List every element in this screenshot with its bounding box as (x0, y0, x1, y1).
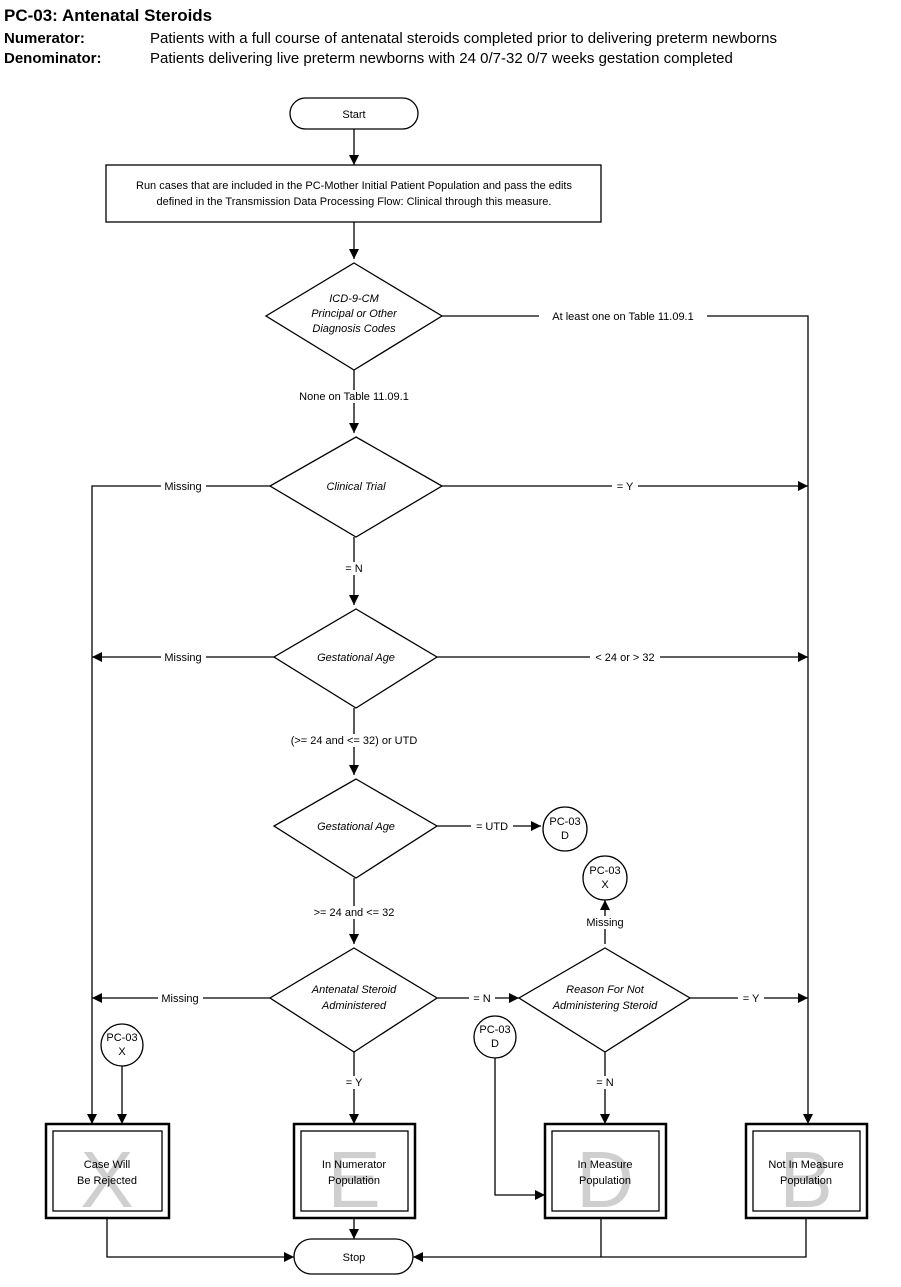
steroid-n-label: = N (473, 993, 490, 1005)
icd-decision-line-2: Principal or Other (311, 308, 398, 320)
page-title: PC-03: Antenatal Steroids (4, 6, 213, 25)
trial-n-label: = N (345, 563, 362, 575)
gestational-age-label-2: Gestational Age (317, 821, 395, 833)
trial-missing-line (87, 485, 270, 1124)
denominator-text: Patients delivering live preterm newborn… (150, 50, 733, 67)
outcome-x-letter: X (80, 1135, 133, 1224)
x-to-stop-line (106, 1218, 294, 1262)
outcome-b-box: B Not In Measure Population (744, 1122, 869, 1224)
outcome-b-letter: B (779, 1135, 832, 1224)
trial-y-label: = Y (617, 481, 634, 493)
outcome-d-box: D In Measure Population (543, 1122, 668, 1224)
steroid-y-label: = Y (346, 1077, 363, 1089)
steroid-missing-label: Missing (161, 993, 198, 1005)
run-cases-process: Run cases that are included in the PC-Mo… (105, 164, 602, 223)
icd-yes-label: At least one on Table 11.09.1 (552, 311, 693, 323)
svg-text:PC-03: PC-03 (479, 1024, 510, 1036)
denominator-label: Denominator: (4, 50, 102, 67)
svg-text:D: D (491, 1038, 499, 1050)
reason-n-label: = N (596, 1077, 613, 1089)
measure-header: PC-03: Antenatal Steroids Numerator: Pat… (0, 0, 901, 90)
icd-decision (264, 262, 444, 371)
outcome-x-line-1: Case Will (84, 1159, 130, 1171)
outcome-d-letter: D (576, 1135, 634, 1224)
flow-lines (87, 129, 813, 1262)
process-line-2: defined in the Transmission Data Process… (157, 196, 552, 208)
gest2-utd-label: = UTD (476, 821, 508, 833)
svg-text:PC-03: PC-03 (549, 816, 580, 828)
svg-text:D: D (561, 830, 569, 842)
steroid-decision-line-2: Administered (321, 1000, 387, 1012)
measure-connector-line (494, 1058, 545, 1200)
gest1-missing-label: Missing (164, 652, 201, 664)
outcome-d-line-2: Population (579, 1175, 631, 1187)
outcome-e-line-1: In Numerator (322, 1159, 387, 1171)
process-line-1: Run cases that are included in the PC-Mo… (136, 180, 572, 192)
gest1-out-label: < 24 or > 32 (595, 652, 654, 664)
stop-label: Stop (343, 1252, 366, 1264)
outcome-e-box: E In Numerator Population (292, 1122, 417, 1224)
reason-missing-label: Missing (586, 917, 623, 929)
steroid-decision (268, 947, 439, 1053)
svg-text:X: X (118, 1046, 126, 1058)
outcome-e-letter: E (327, 1135, 380, 1224)
outcome-b-line-1: Not In Measure (768, 1159, 843, 1171)
numerator-label: Numerator: (4, 30, 85, 47)
connector-utd: PC-03 D (542, 806, 588, 852)
reason-y-label: = Y (743, 993, 760, 1005)
outcome-d-line-1: In Measure (577, 1159, 632, 1171)
connector-reason-missing: PC-03 X (582, 855, 628, 901)
icd-decision-line-3: Diagnosis Codes (312, 323, 396, 335)
gest2-in-label: >= 24 and <= 32 (314, 907, 395, 919)
reason-decision-line-2: Administering Steroid (552, 1000, 658, 1012)
connector-reject: PC-03 X (100, 1023, 144, 1067)
clinical-trial-decision (268, 436, 444, 538)
gestational-age-label-1: Gestational Age (317, 652, 395, 664)
svg-text:PC-03: PC-03 (106, 1032, 137, 1044)
reason-decision-line-1: Reason For Not (566, 984, 645, 996)
outcome-b-line-2: Population (780, 1175, 832, 1187)
svg-text:X: X (601, 879, 609, 891)
outcome-e-line-2: Population (328, 1175, 380, 1187)
steroid-decision-line-1: Antenatal Steroid (311, 984, 397, 996)
outcome-x-box: X Case Will Be Rejected (44, 1122, 171, 1224)
gest1-in-label: (>= 24 and <= 32) or UTD (291, 735, 418, 747)
start-terminator: Start (289, 97, 419, 130)
icd-decision-line-1: ICD-9-CM (329, 293, 379, 305)
svg-text:PC-03: PC-03 (589, 865, 620, 877)
icd-no-label: None on Table 11.09.1 (299, 391, 409, 403)
b-to-stop-line (413, 1218, 807, 1262)
start-label: Start (342, 109, 365, 121)
numerator-text: Patients with a full course of antenatal… (150, 30, 777, 47)
gestational-age-decision-2 (272, 778, 439, 879)
gestational-age-decision-1 (272, 608, 439, 709)
reason-decision (517, 947, 692, 1053)
trial-missing-label: Missing (164, 481, 201, 493)
outcome-x-line-2: Be Rejected (77, 1175, 137, 1187)
connector-measure: PC-03 D (473, 1015, 517, 1059)
stop-terminator: Stop (293, 1238, 414, 1275)
clinical-trial-label: Clinical Trial (326, 481, 386, 493)
